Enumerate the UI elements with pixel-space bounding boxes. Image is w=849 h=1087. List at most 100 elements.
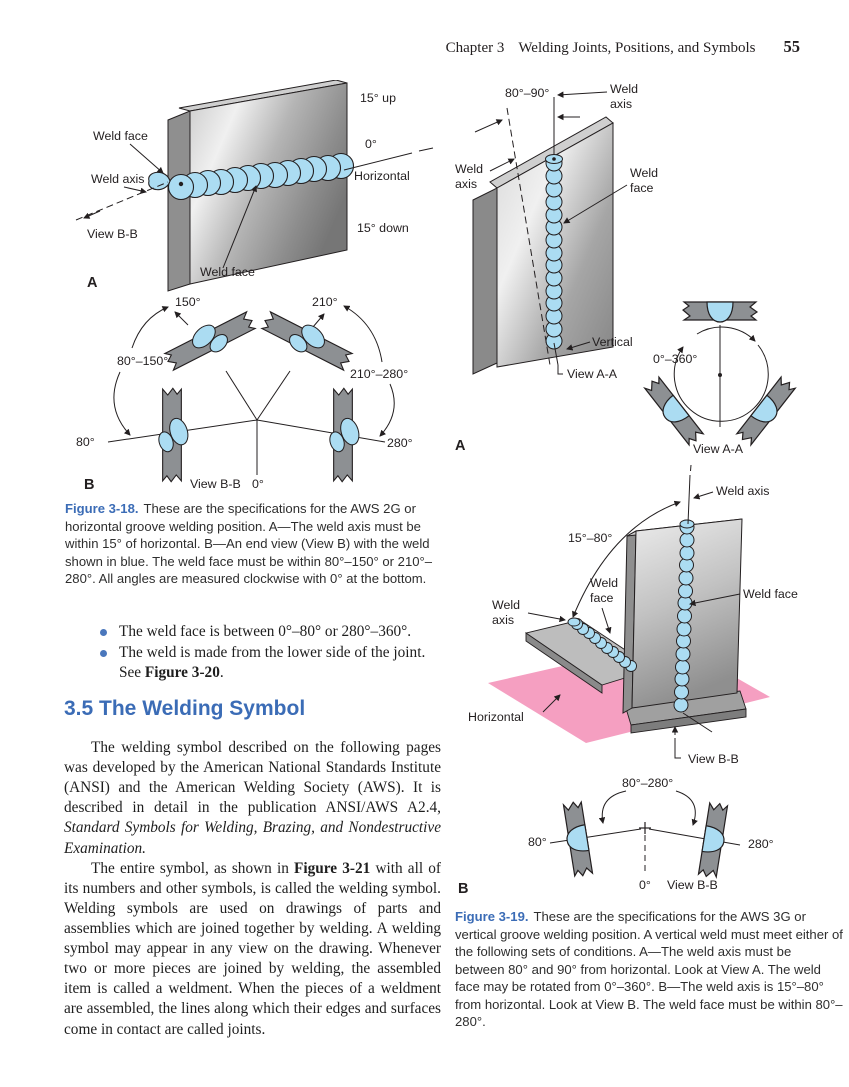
joint-symbol-b-left (560, 800, 594, 878)
label-weld-face-top: Weld face (93, 129, 148, 143)
tilt-arrow-small (474, 119, 503, 133)
label-weld-axis-top-1: Weld (610, 82, 638, 96)
figure-3-18-caption-text: These are the specifications for the AWS… (65, 501, 433, 587)
figure-3-18-a-diagram: Weld face Weld axis View B-B 15° up 0° H… (75, 80, 434, 292)
subfigure-b-marker: B (84, 477, 94, 493)
label-weld-face-1: Weld (630, 166, 658, 180)
weld-face-leader (129, 143, 164, 174)
label-horizontal: Horizontal (354, 169, 410, 183)
label-15-down: 15° down (357, 221, 409, 235)
label-weld-axis-top-mid: Weld axis (716, 484, 769, 498)
figure-3-18-b-diagram: 150° 210° 80°–150° 210°–280° 80° 280° Vi… (76, 295, 413, 493)
angle-arcs (113, 305, 395, 437)
weld-axis-line-mid (687, 474, 691, 525)
label-range-left: 80°–150° (117, 354, 168, 368)
view-aa-corner (557, 365, 563, 375)
joint-symbol-lower-left (641, 375, 705, 448)
axis-bottom-line (553, 342, 559, 366)
joint-symbol-210 (257, 302, 358, 377)
label-weld-axis-mid-1: Weld (492, 598, 520, 612)
page-number: 55 (783, 37, 801, 56)
section-heading: 3.5 The Welding Symbol (64, 697, 306, 720)
weld-bead-vertical-a (545, 154, 563, 350)
horizontal-leader (542, 694, 561, 713)
label-280deg: 280° (387, 436, 413, 450)
label-0deg: 0° (365, 137, 377, 151)
joint-symbol-top (682, 301, 758, 323)
label-280deg-b: 280° (748, 837, 774, 851)
figure-3-19-caption: Figure 3-19.These are the specifications… (455, 908, 843, 1031)
paragraph-2: The entire symbol, as shown in Figure 3-… (64, 859, 442, 1038)
plate-side-face (167, 110, 191, 292)
leader-150 (174, 311, 189, 326)
joint-symbol-150 (159, 302, 260, 377)
label-0deg: 0° (252, 477, 264, 491)
weld-axis-top-leader (557, 91, 608, 98)
label-weld-axis-left-1: Weld (455, 162, 483, 176)
label-80deg: 80° (76, 435, 95, 449)
weld-end-lobe (148, 171, 171, 191)
horizontal-reference-line (343, 152, 413, 171)
weld-face-bottom-leader (222, 185, 257, 269)
label-80deg-b: 80° (528, 835, 547, 849)
weld-axis-top-leader-mid (693, 491, 714, 500)
view-direction-arrow (83, 210, 101, 219)
bullet-2-text: The weld is made from the lower side of … (119, 643, 426, 681)
label-range-right: 210°–280° (350, 367, 408, 381)
label-weld-face-2: face (630, 181, 654, 195)
axis-dash-top (690, 464, 692, 472)
subfigure-a-marker: A (455, 438, 466, 454)
label-view-bb-b: View B-B (667, 878, 718, 892)
label-80-280: 80°–280° (622, 776, 673, 790)
weld-face-leader-a (563, 184, 628, 224)
label-weld-face-mid-2: face (590, 591, 614, 605)
leader-210 (312, 313, 325, 328)
label-80-90: 80°–90° (505, 86, 549, 100)
label-weld-face-right: Weld face (743, 587, 798, 601)
figure-3-19-diagram: 80°–90° Weld axis Weld axis Weld face Ve… (455, 82, 799, 897)
bullet-icon (100, 629, 107, 636)
label-weld-face-mid-1: Weld (590, 576, 618, 590)
figure-3-18-caption-label: Figure 3-18. (65, 501, 139, 516)
label-210deg: 210° (312, 295, 338, 309)
bullet-icon (100, 649, 107, 657)
radial-lines (107, 370, 386, 475)
label-15-up: 15° up (360, 91, 396, 105)
list-item: The weld face is between 0°–80° or 280°–… (100, 622, 445, 642)
figure-3-19-caption-label: Figure 3-19. (455, 909, 529, 924)
page-header: Chapter 3 Welding Joints, Positions, and… (437, 37, 800, 57)
view-bb-angle-diagram: 80°–280° 80° 280° 0° View B-B B (458, 776, 774, 897)
weld-axis-line (75, 181, 169, 221)
view-bb-corner (674, 743, 681, 759)
label-weld-face-bottom: Weld face (200, 265, 255, 279)
weld-axis-point-a (552, 157, 556, 161)
weld-axis-point (178, 181, 184, 187)
label-weld-axis: Weld axis (91, 172, 144, 186)
bullet-list: The weld face is between 0°–80° or 280°–… (100, 622, 445, 684)
joint-symbol-80 (155, 387, 192, 483)
subfigure-b-marker: B (458, 881, 468, 897)
root-leader (682, 712, 713, 733)
label-15-80: 15°–80° (568, 531, 612, 545)
label-0-360: 0°–360° (653, 352, 697, 366)
label-horizontal-mid: Horizontal (468, 710, 524, 724)
joint-symbol-b-right (697, 801, 731, 879)
label-view-bb: View B-B (87, 227, 138, 241)
weld-face-right-leader (689, 593, 741, 607)
view-aa-circle-diagram: 0°–360° View A-A (641, 301, 799, 456)
vertical-leader (566, 341, 591, 351)
figure-3-19-caption-text: These are the specifications for the AWS… (455, 909, 843, 1030)
weld-bead-horizontal (148, 152, 355, 201)
label-weld-axis-top-2: axis (610, 97, 632, 111)
chapter-title: Welding Joints, Positions, and Symbols (518, 40, 756, 56)
label-0deg-b: 0° (639, 878, 651, 892)
figure-3-18-caption: Figure 3-18.These are the specifications… (65, 500, 441, 588)
chapter-label: Chapter 3 (445, 40, 505, 56)
subfigure-a-marker: A (87, 275, 98, 291)
joint-symbol-280 (326, 387, 363, 483)
weld-face-mid-leader (601, 607, 612, 634)
plate-a-side-face (472, 187, 498, 375)
label-view-aa: View A-A (567, 367, 618, 381)
weld-axis-left-leader (489, 158, 515, 172)
